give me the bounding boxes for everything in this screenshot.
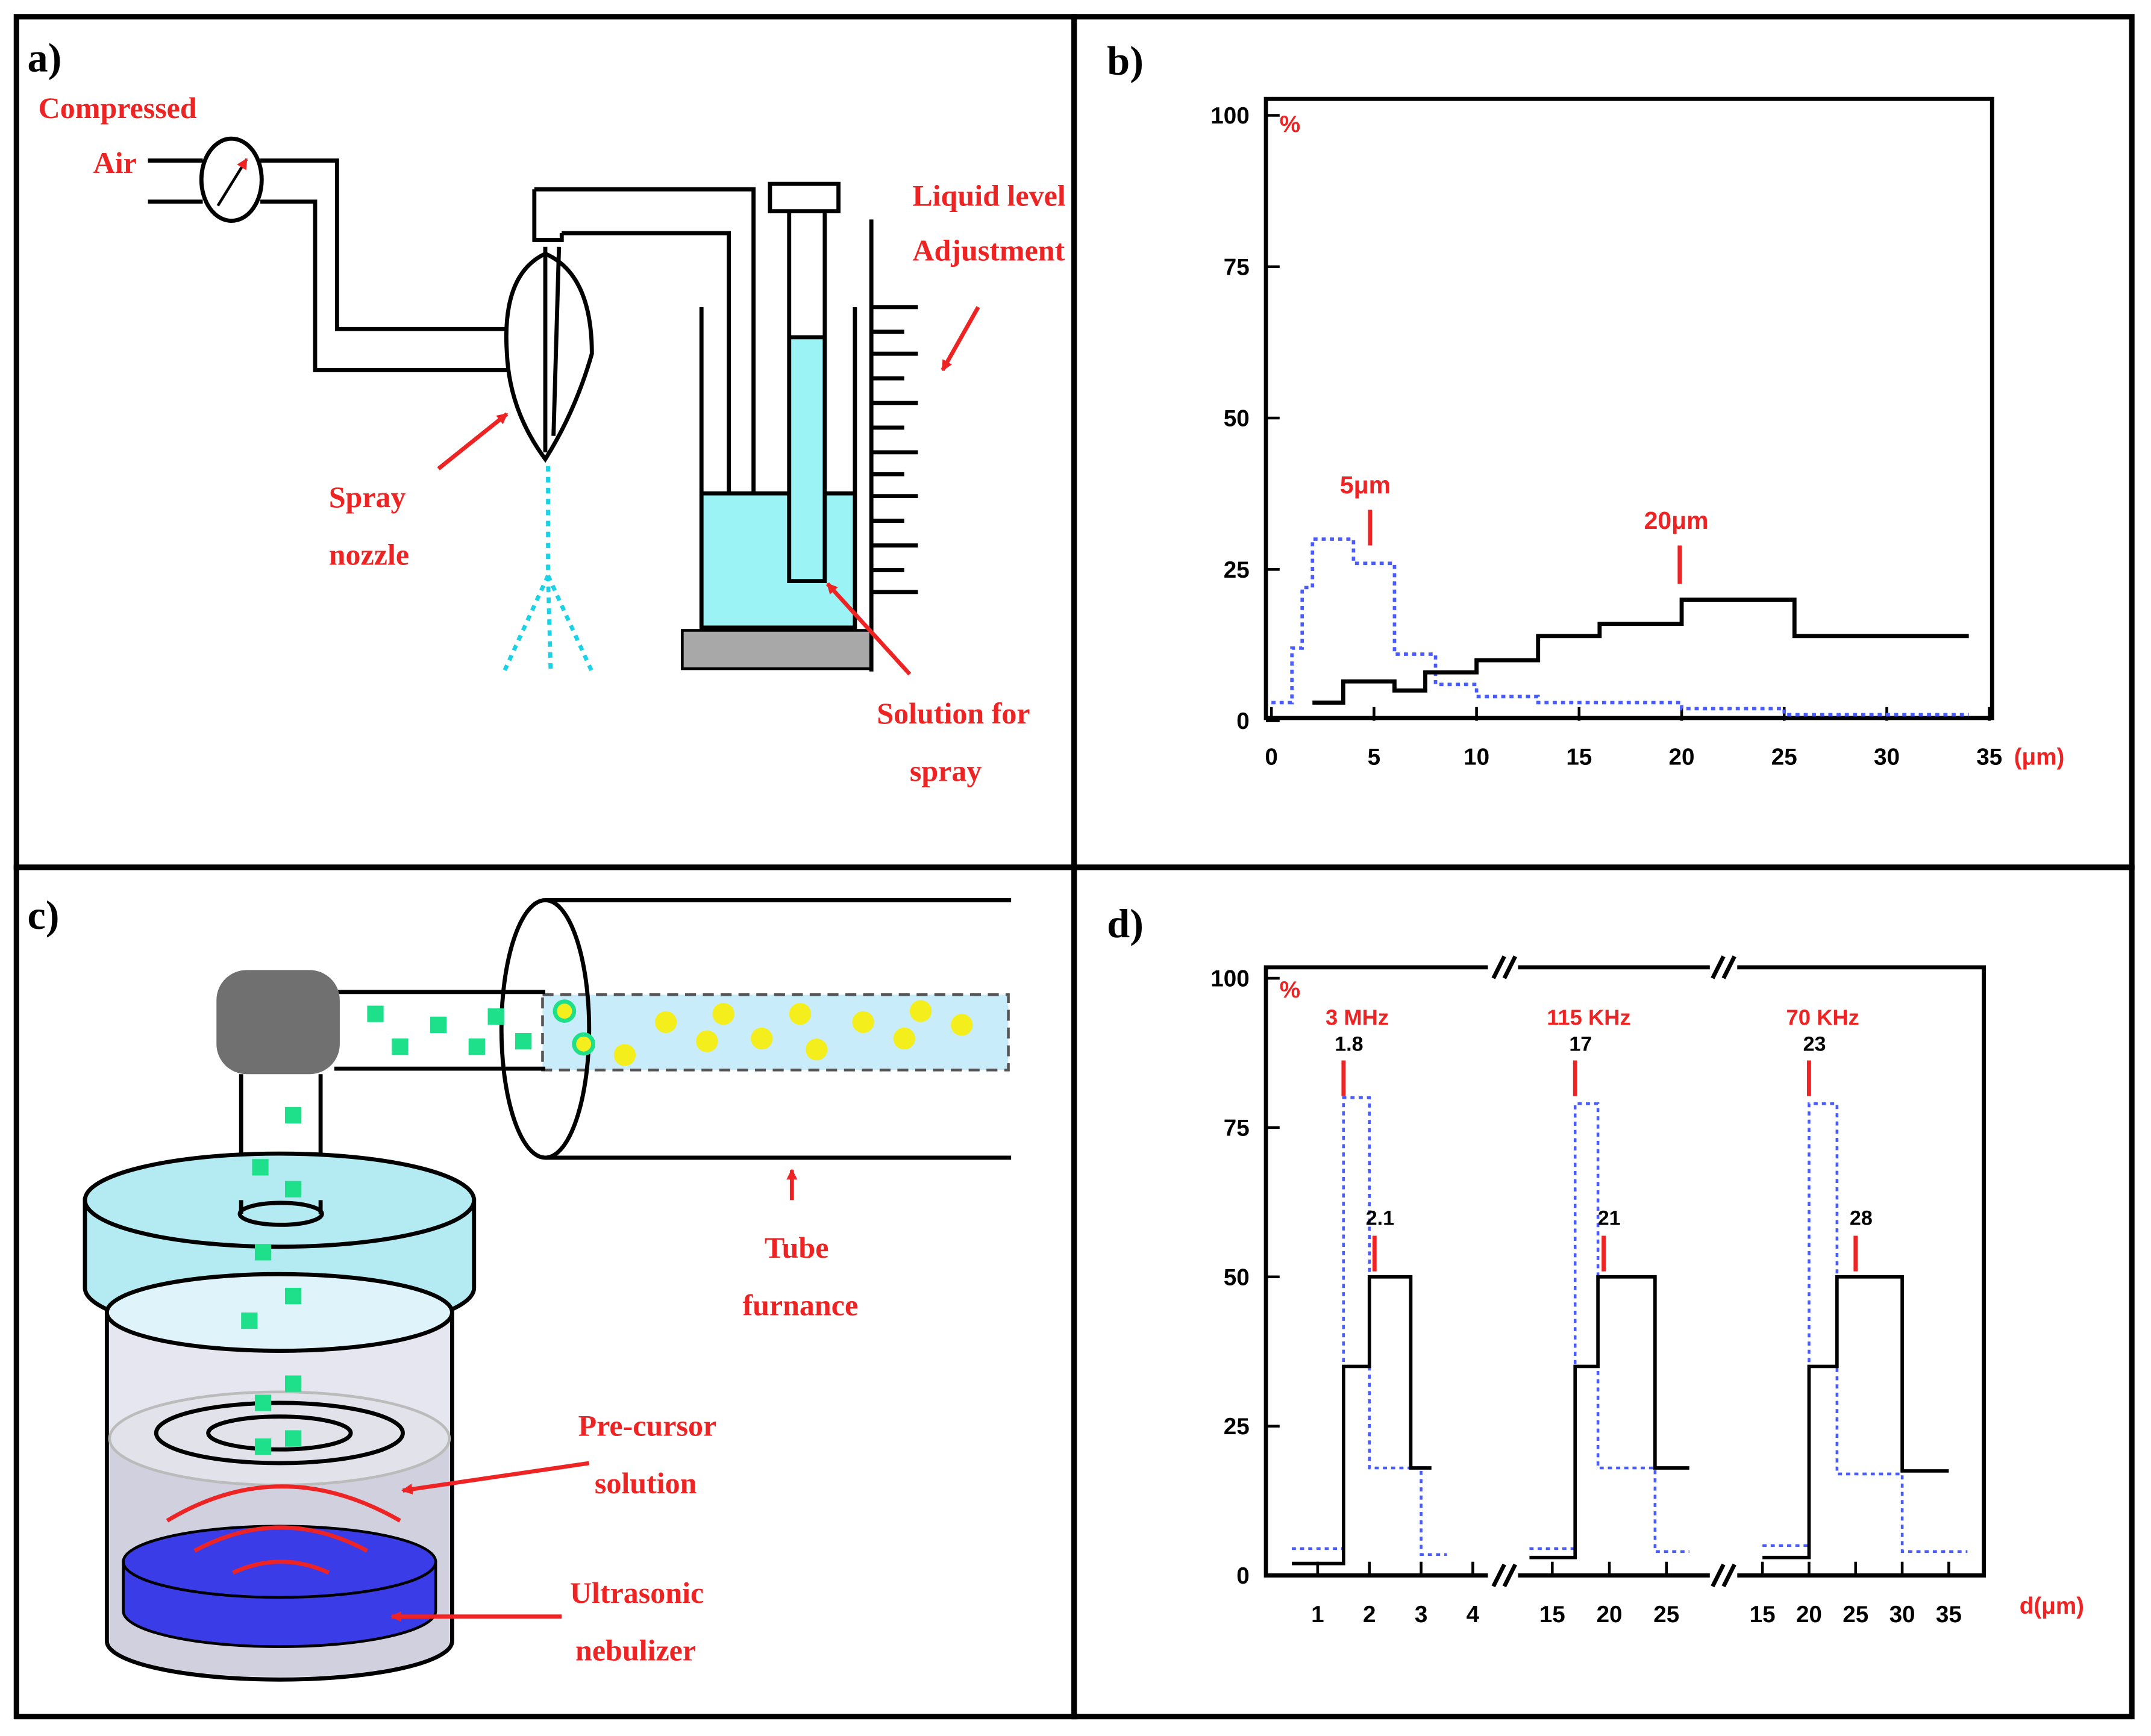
chart-d-group: 15 20 25 30 35 70 KHz 23 28 xyxy=(1750,1005,1968,1628)
panel-c-arrows xyxy=(390,1169,798,1622)
chart-d-x-tick-label: 3 xyxy=(1415,1602,1428,1628)
tube-furnace-label-1: Tube xyxy=(765,1231,829,1264)
chart-b-x-tick-label: 25 xyxy=(1771,744,1797,770)
chart-d-peak-blue-label: 1.8 xyxy=(1335,1033,1363,1056)
nebulizer-label-1: Ultrasonic xyxy=(570,1576,704,1610)
chart-d-y-tick-label: 50 xyxy=(1224,1264,1250,1290)
chart-b-y-tick-label: 75 xyxy=(1224,254,1250,280)
solution-label-1: Solution for xyxy=(877,696,1030,730)
chart-d-peak-black-label: 21 xyxy=(1598,1207,1621,1229)
tube-furnace-label-2: furnance xyxy=(742,1288,858,1322)
chart-d-y-tick-label: 25 xyxy=(1224,1414,1250,1440)
chart-b-x-unit: (μm) xyxy=(2014,744,2065,770)
solution-beaker xyxy=(681,181,918,672)
panel-a: a) xyxy=(27,35,1065,788)
feed-tube xyxy=(216,970,546,1220)
panel-d-label: d) xyxy=(1107,901,1144,946)
nebulizer-jar xyxy=(83,1151,477,1682)
panel-b: b) % (μm) 0 25 50 75 100 0 5 10 15 20 25 30 35 5μm … xyxy=(1107,37,2064,770)
precursor-label-2: solution xyxy=(595,1466,697,1500)
tube-furnace xyxy=(499,898,1012,1160)
air-pipes xyxy=(148,158,510,372)
annotation-5um: 5μm xyxy=(1340,471,1391,499)
panel-a-label: a) xyxy=(27,35,61,81)
panel-c-label: c) xyxy=(27,892,59,938)
chart-d-x-tick-label: 20 xyxy=(1796,1602,1822,1628)
nebulizer-label-2: nebulizer xyxy=(575,1633,696,1667)
chart-d-x-tick-label: 4 xyxy=(1467,1602,1480,1628)
chart-b-annotations: 5μm 20μm xyxy=(1340,471,1709,584)
chart-b-y-tick-label: 25 xyxy=(1224,557,1250,583)
chart-d-y-tick-label: 75 xyxy=(1224,1116,1250,1141)
compressed-air-label-2: Air xyxy=(93,146,137,180)
chart-b-x-tick-label: 5 xyxy=(1368,744,1381,770)
chart-b-y-tick-label: 50 xyxy=(1224,406,1250,432)
axis-break-icons xyxy=(1491,955,1736,1588)
chart-d-y-tick-label: 0 xyxy=(1236,1563,1250,1589)
chart-b-series-black xyxy=(1312,598,1969,705)
chart-d-x-tick-label: 30 xyxy=(1890,1602,1915,1628)
chart-b-y-unit: % xyxy=(1280,111,1300,137)
liquid-level-label-1: Liquid level xyxy=(912,179,1065,213)
chart-b-y-tick-label: 0 xyxy=(1236,708,1250,734)
chart-d-group: 1 2 3 4 3 MHz 1.8 2.1 xyxy=(1291,1005,1480,1628)
compressed-air-label-1: Compressed xyxy=(39,91,197,125)
chart-b-x-tick-label: 20 xyxy=(1669,744,1695,770)
chart-d-frame xyxy=(1263,965,1986,1578)
chart-d-x-tick-label: 2 xyxy=(1363,1602,1376,1628)
chart-b-x-tick-label: 35 xyxy=(1976,744,2002,770)
chart-d-x-tick-label: 15 xyxy=(1539,1602,1565,1628)
spray-droplets xyxy=(502,466,594,675)
chart-d-x-tick-label: 25 xyxy=(1843,1602,1868,1628)
chart-b-x-tick-label: 15 xyxy=(1566,744,1592,770)
chart-d-frequency-label: 115 KHz xyxy=(1547,1005,1631,1029)
chart-d-series-blue xyxy=(1762,1102,1968,1553)
chart-d-x-tick-label: 1 xyxy=(1311,1602,1324,1628)
chart-b-x-tick-label: 30 xyxy=(1874,744,1900,770)
chart-d-x-tick-label: 20 xyxy=(1597,1602,1623,1628)
aerosol-droplets xyxy=(241,1005,532,1455)
solution-label-2: spray xyxy=(910,754,982,788)
chart-d-peak-blue-label: 23 xyxy=(1803,1033,1826,1056)
chart-d-series-black xyxy=(1291,1275,1432,1566)
chart-d-series-black xyxy=(1762,1275,1949,1560)
chart-d-frequency-label: 70 KHz xyxy=(1786,1005,1859,1029)
chart-d-x-tick-label: 35 xyxy=(1936,1602,1962,1628)
chart-d-y-unit: % xyxy=(1280,977,1300,1003)
precursor-label-1: Pre-cursor xyxy=(578,1409,717,1443)
chart-d-peak-blue-label: 17 xyxy=(1569,1033,1592,1056)
panel-c: c) xyxy=(27,892,1012,1682)
chart-d-x-tick-label: 25 xyxy=(1653,1602,1679,1628)
chart-d-peak-black-label: 28 xyxy=(1850,1207,1873,1229)
chart-d-x-tick-label: 15 xyxy=(1750,1602,1776,1628)
chart-d-series-blue xyxy=(1529,1102,1689,1553)
chart-b-x-tick-label: 0 xyxy=(1265,744,1278,770)
panel-b-label: b) xyxy=(1107,37,1144,83)
chart-d-frequency-label: 3 MHz xyxy=(1326,1005,1389,1029)
chart-d-series-black xyxy=(1529,1275,1689,1560)
spray-nozzle-icon xyxy=(504,187,756,576)
chart-d-group: 15 20 25 115 KHz 17 21 xyxy=(1529,1005,1689,1628)
pressure-gauge-icon xyxy=(199,136,264,223)
panel-a-arrows xyxy=(437,306,980,676)
chart-d-peak-black-label: 2.1 xyxy=(1366,1207,1394,1229)
chart-b-frame xyxy=(1263,96,1994,720)
spray-nozzle-label-2: nozzle xyxy=(329,537,409,571)
liquid-level-label-2: Adjustment xyxy=(912,234,1065,267)
annotation-20um: 20μm xyxy=(1644,507,1709,534)
spray-nozzle-label-1: Spray xyxy=(329,480,406,514)
chart-b-y-tick-label: 100 xyxy=(1210,103,1249,129)
chart-d-x-unit: d(μm) xyxy=(2020,1593,2084,1619)
chart-b-series-blue xyxy=(1271,537,1969,717)
chart-d-y-tick-label: 100 xyxy=(1210,966,1249,992)
panel-d-frame xyxy=(1071,864,2135,1720)
panel-b-frame xyxy=(1071,14,2135,870)
chart-b-x-tick-label: 10 xyxy=(1464,744,1489,770)
